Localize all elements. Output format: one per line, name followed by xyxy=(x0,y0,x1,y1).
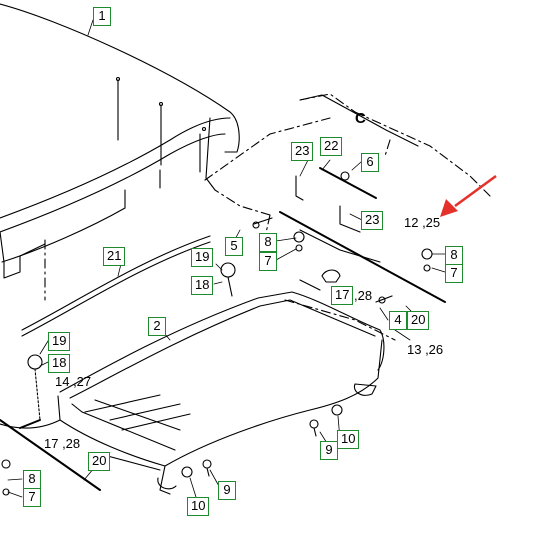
callout-23[interactable]: 23 xyxy=(361,211,384,230)
callout-1[interactable]: 1 xyxy=(93,7,111,26)
callout-8[interactable]: 8 xyxy=(259,233,277,252)
callout-7[interactable]: 7 xyxy=(259,252,277,271)
callout-18[interactable]: 18 xyxy=(191,276,214,295)
callout-8[interactable]: 8 xyxy=(445,246,463,265)
label-12-25: 12 ,25 xyxy=(404,215,441,230)
label-17-28: 17 ,28 xyxy=(44,436,81,451)
callout-21[interactable]: 21 xyxy=(103,247,126,266)
leader-lines xyxy=(7,19,446,498)
callout-23[interactable]: 23 xyxy=(291,142,314,161)
hood-cover-part xyxy=(0,3,240,279)
pin-part xyxy=(319,167,377,199)
callout-4[interactable]: 4 xyxy=(389,311,407,330)
bracket-part xyxy=(295,175,304,201)
callout-9[interactable]: 9 xyxy=(218,481,236,500)
section-label: C xyxy=(355,110,366,127)
callout-20[interactable]: 20 xyxy=(88,452,111,471)
callout-7[interactable]: 7 xyxy=(23,488,41,507)
tray-part xyxy=(0,291,385,495)
callout-5[interactable]: 5 xyxy=(225,237,243,256)
callout-7[interactable]: 7 xyxy=(445,264,463,283)
callout-10[interactable]: 10 xyxy=(187,497,210,516)
callout-17[interactable]: 17 xyxy=(331,286,354,305)
rod-part xyxy=(0,211,446,491)
callout-2[interactable]: 2 xyxy=(148,317,166,336)
callout-20[interactable]: 20 xyxy=(407,311,430,330)
callout-9[interactable]: 9 xyxy=(320,441,338,460)
callout-8[interactable]: 8 xyxy=(23,470,41,489)
callout-19[interactable]: 19 xyxy=(191,248,214,267)
red-pointer-arrow-icon xyxy=(440,174,497,217)
callout-10[interactable]: 10 xyxy=(337,430,360,449)
callout-22[interactable]: 22 xyxy=(320,137,343,156)
label-14-27: 14 ,27 xyxy=(55,374,92,389)
bracket-part xyxy=(339,205,361,233)
label-28: ,28 xyxy=(354,288,373,303)
section-c-bracket xyxy=(299,94,419,147)
label-13-26: 13 ,26 xyxy=(407,342,444,357)
callout-6[interactable]: 6 xyxy=(361,153,379,172)
strip-seal-part xyxy=(21,235,211,337)
callout-18[interactable]: 18 xyxy=(48,354,71,373)
callout-19[interactable]: 19 xyxy=(48,332,71,351)
